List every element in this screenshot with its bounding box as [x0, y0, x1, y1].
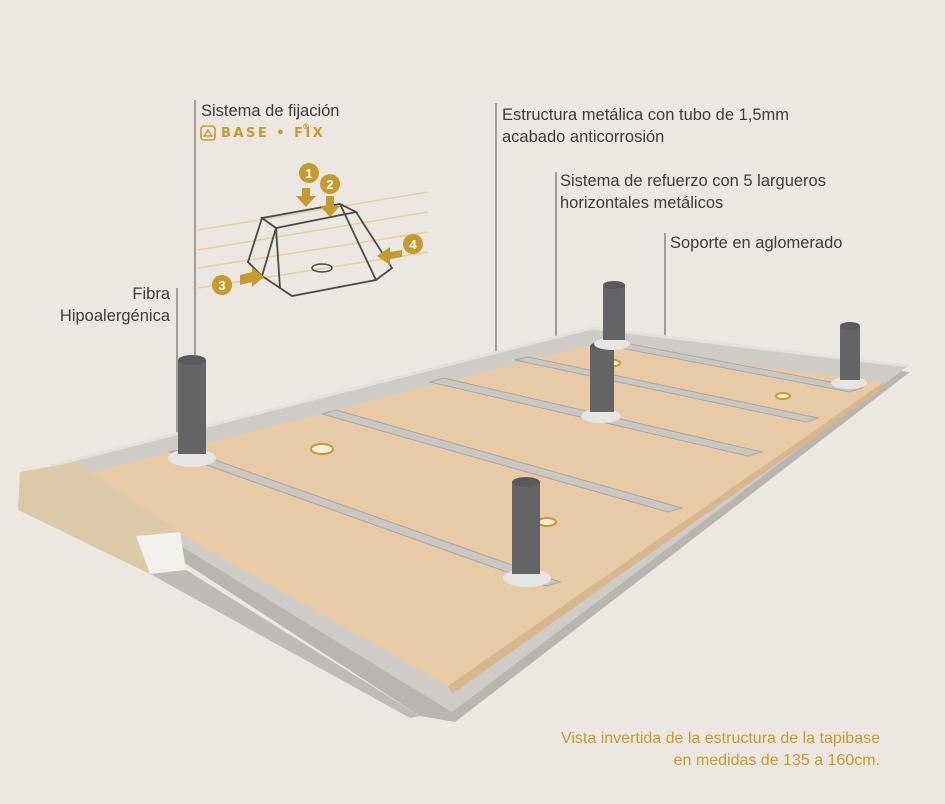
base-fix-brand: BASE • FIX	[221, 126, 326, 141]
caption-line1: Vista invertida de la estructura de la t…	[560, 730, 880, 747]
leg-front-left	[168, 355, 216, 467]
reinforcement-label-line1: Sistema de refuerzo con 5 largueros	[560, 172, 826, 190]
leg-back-right	[831, 322, 867, 389]
leg-back-left	[594, 281, 630, 350]
leader-lines	[176, 100, 666, 545]
caption-line2: en medidas de 135 a 160cm.	[673, 752, 880, 769]
fiber-label-line2: Hipoalergénica	[59, 307, 170, 325]
fixation-title: Sistema de fijación	[201, 102, 340, 120]
structure-label-line2: acabado anticorrosión	[502, 128, 665, 146]
structure-label-line1: Estructura metálica con tubo de 1,5mm	[502, 106, 790, 124]
reinforcement-label-line2: horizontales metálicos	[560, 194, 724, 212]
arrow-icons	[240, 188, 402, 287]
support-label: Soporte en aglomerado	[670, 234, 843, 252]
board-surface	[78, 345, 884, 686]
legs	[168, 281, 867, 587]
wood-edge	[18, 462, 180, 574]
step-1-text: 1	[305, 166, 312, 181]
step-3-text: 3	[218, 278, 225, 293]
fiber-layer	[136, 532, 186, 574]
bracket-hole-icon	[311, 263, 333, 273]
leg-front-right	[503, 477, 551, 587]
step-2-text: 2	[326, 177, 333, 192]
detail-guides	[197, 191, 429, 289]
step-4-text: 4	[409, 237, 417, 252]
base-fix-trademark: ®	[302, 122, 310, 131]
fixation-detail: 1 2 3 4	[197, 163, 429, 297]
bed-base	[18, 281, 910, 722]
base-fix-logo-icon	[200, 125, 216, 141]
board-holes	[310, 359, 791, 527]
fiber-label-line1: Fibra	[132, 285, 170, 303]
step-badges: 1 2 3 4	[212, 163, 423, 295]
